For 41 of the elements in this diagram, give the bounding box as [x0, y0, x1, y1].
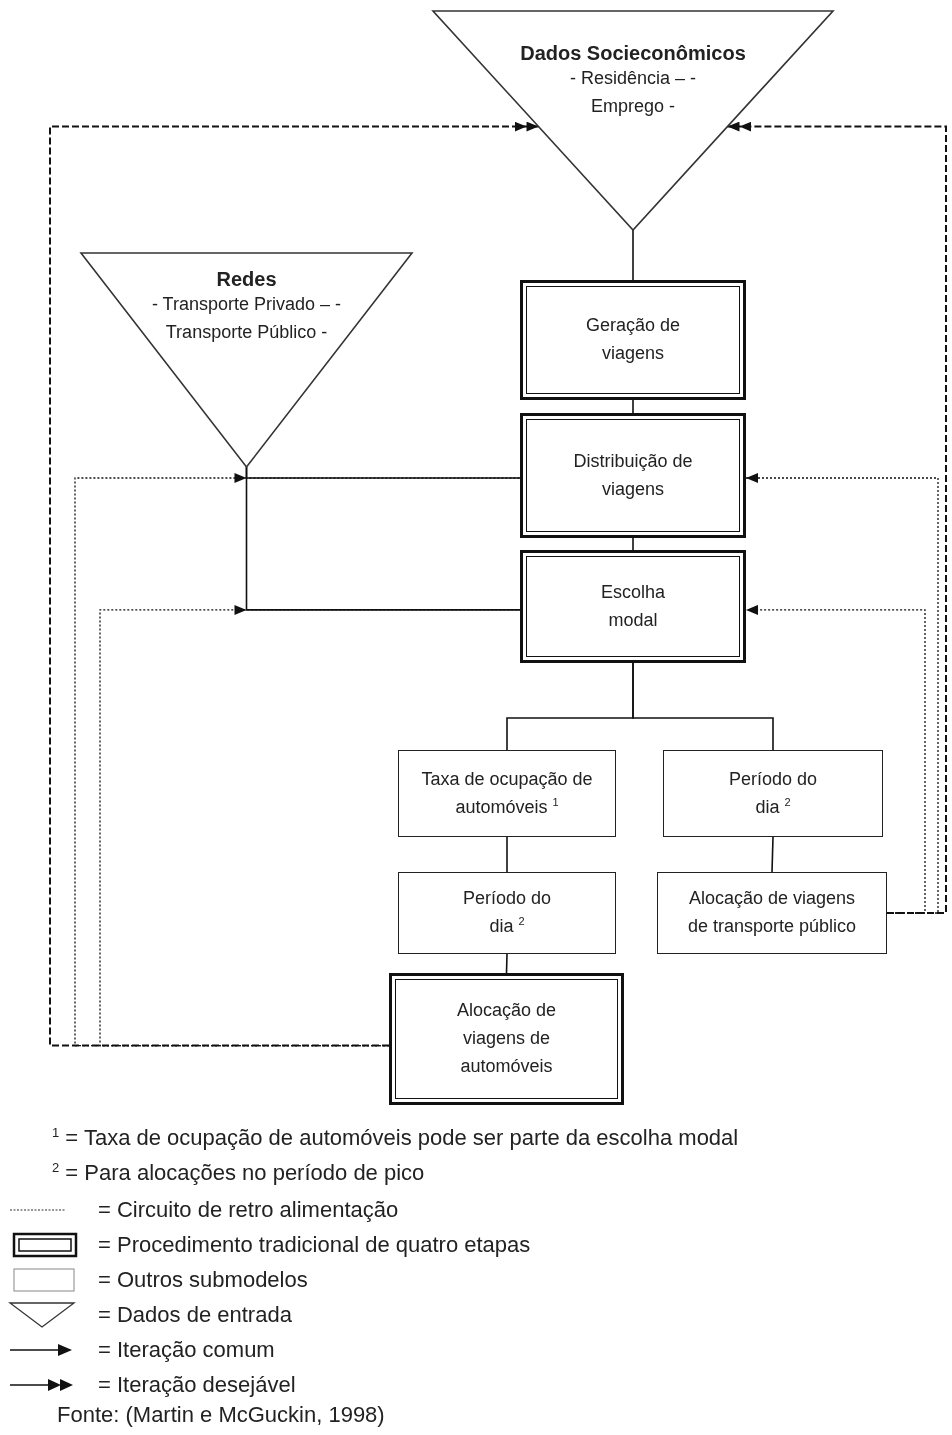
legend-label: = Circuito de retro alimentação [98, 1197, 399, 1223]
legend-label: = Dados de entrada [98, 1302, 292, 1328]
node-label: Alocação de viagens de automóveis [455, 999, 558, 1078]
four-step-procedure-box [520, 280, 746, 400]
submodel-box [663, 750, 883, 837]
node-title: Redes [216, 268, 277, 291]
connector-line [506, 836, 508, 873]
connector-line [632, 537, 634, 551]
footnote: $^{1}$ = Taxa de ocupação de automóveis pode ser parte da escolha modal [52, 1125, 739, 1152]
node-label: Escolha modal [599, 580, 666, 632]
node-subtitle: - Transporte Privado – - Transporte Público - [150, 293, 343, 344]
node-label: Geração de viagens [584, 314, 682, 365]
node-label: Período do dia $^{2}$ [727, 767, 819, 819]
node-title: Dados Socieconômicos [520, 42, 746, 65]
input-data-triangle [80, 252, 413, 467]
legend-label: = Iteração desejável [98, 1372, 296, 1398]
connector-line [632, 662, 774, 751]
four-step-procedure-box [520, 550, 746, 663]
submodel-box [398, 872, 616, 954]
legend-label: = Iteração comum [98, 1337, 275, 1363]
node-label: Taxa de ocupação de automóveis $^{1}$ [420, 767, 594, 819]
four-step-procedure-box [520, 413, 746, 538]
submodel-box [398, 750, 616, 837]
source-caption: Fonte: (Martin e McGuckin, 1998) [57, 1402, 385, 1428]
node-subtitle: - Residência – - Emprego - [568, 67, 698, 118]
node-label: Alocação de viagens de transporte público [686, 887, 858, 938]
node-label: Distribuição de viagens [572, 449, 694, 501]
arrow [745, 473, 939, 914]
connector-line [632, 229, 634, 281]
legend-label: = Outros submodelos [98, 1267, 308, 1293]
connector-line [771, 836, 774, 873]
arrow [745, 604, 926, 914]
connector-line [245, 466, 521, 611]
connector-line [632, 399, 634, 414]
four-step-procedure-box [389, 973, 624, 1105]
legend-label: = Procedimento tradicional de quatro etapas [98, 1232, 531, 1258]
connector-line [505, 953, 508, 974]
input-data-triangle [432, 10, 834, 230]
submodel-box [657, 872, 887, 954]
footnote: $^{2}$ = Para alocações no período de pico [52, 1160, 425, 1187]
node-label: Período do dia $^{2}$ [461, 887, 553, 938]
